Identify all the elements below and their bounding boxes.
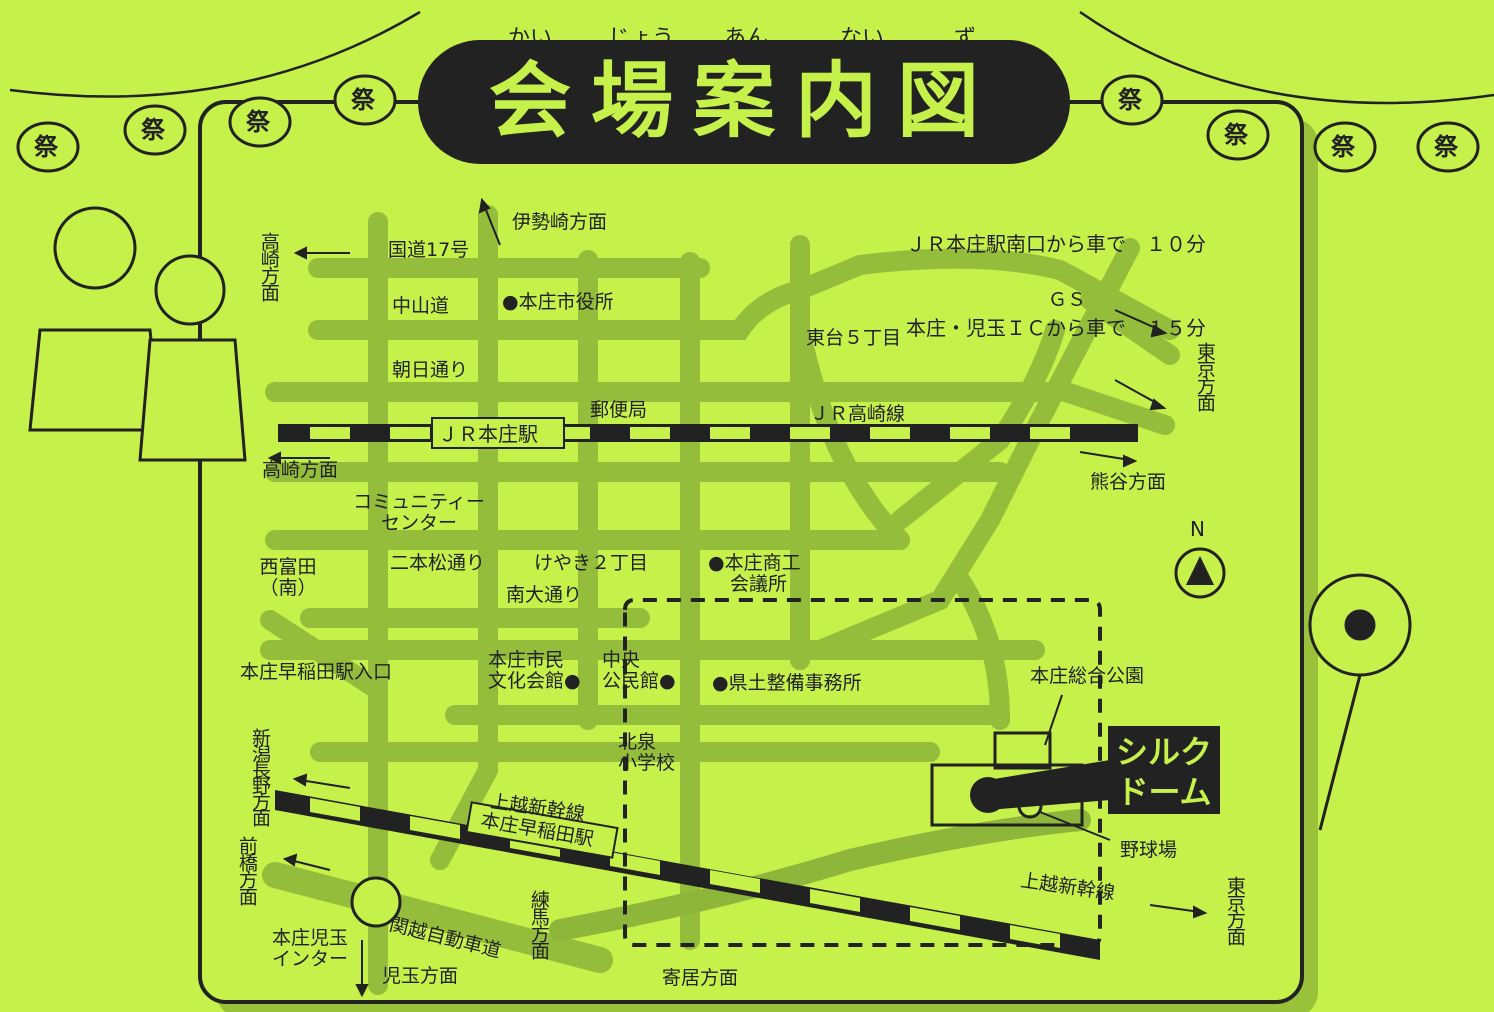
cosmos-flower-illustration bbox=[1308, 573, 1412, 831]
road-route17-label: 国道17号 bbox=[388, 239, 470, 261]
page-title: 会場案内図 bbox=[488, 54, 999, 149]
place-gs: ＧＳ bbox=[1048, 289, 1087, 311]
title-ruby-4: ない bbox=[840, 26, 885, 51]
lantern-text-6: 祭 bbox=[1224, 121, 1248, 149]
rail-jr-takasaki: ＪＲ高崎線 bbox=[810, 403, 906, 425]
road-diag2 bbox=[950, 570, 1010, 730]
road-gs bbox=[1080, 290, 1180, 365]
place-post-office: 郵便局 bbox=[590, 399, 648, 421]
title-ruby-2: じょう bbox=[608, 26, 675, 51]
venue-zone bbox=[623, 598, 1111, 947]
title-banner bbox=[418, 40, 1070, 164]
dir-nerima: 練馬方面 bbox=[527, 890, 550, 958]
lantern-text-4: 祭 bbox=[351, 86, 375, 114]
lantern-text-1: 祭 bbox=[34, 133, 58, 161]
station-box-waseda bbox=[465, 801, 619, 859]
direction-arrows bbox=[267, 197, 1208, 998]
dir-niigata-nagano: 新潟長野方面 bbox=[249, 728, 271, 824]
road-river bbox=[549, 809, 1091, 941]
road-asahi-label: 朝日通り bbox=[392, 359, 469, 381]
place-kominkan: 中央 公民館● bbox=[602, 650, 676, 692]
place-city-office: ●本庄市役所 bbox=[502, 291, 614, 313]
venue-name-line2: ドーム bbox=[1116, 773, 1212, 811]
lantern-strings bbox=[9, 10, 1494, 105]
place-kominkan-line1: 中央 bbox=[602, 649, 641, 671]
dir-kumagaya: 熊谷方面 bbox=[1090, 471, 1167, 493]
jr-takasaki-line bbox=[278, 424, 1138, 442]
lantern-text-7: 祭 bbox=[1331, 133, 1355, 161]
dir-takasaki-top: 高崎方面 bbox=[257, 232, 280, 300]
station-jr-honjo: ＪＲ本庄駅 bbox=[438, 422, 538, 446]
interchange-marker bbox=[350, 876, 402, 928]
dir-tokyo-bottom: 東京方面 bbox=[1223, 876, 1246, 944]
place-prefectural-office: ●県土整備事務所 bbox=[712, 672, 862, 694]
baseball-label: 野球場 bbox=[1120, 839, 1178, 861]
place-kitaizumi-line1: 北泉 bbox=[618, 731, 657, 753]
place-kitaizumi-line2: 小学校 bbox=[618, 751, 676, 774]
lantern-text-5: 祭 bbox=[1118, 86, 1142, 114]
place-nishitomita: 西富田 （南） bbox=[248, 557, 328, 599]
station-box-honjo bbox=[431, 417, 565, 449]
lantern-text-2: 祭 bbox=[141, 116, 165, 144]
venue-name-line1: シルク bbox=[1115, 733, 1212, 771]
north-arrow bbox=[1174, 547, 1226, 599]
place-kominkan-line2: 公民館● bbox=[602, 669, 676, 692]
place-civic-hall: 本庄市民 文化会館● bbox=[488, 650, 581, 692]
dir-tokyo-right: 東京方面 bbox=[1193, 342, 1216, 410]
place-community-line1: コミュニティー bbox=[353, 491, 485, 513]
dir-takasaki-mid: 高崎方面 bbox=[262, 459, 339, 481]
dir-kodama: 児玉方面 bbox=[382, 965, 459, 987]
road-nihonmatsu-label: 二本松通り bbox=[390, 552, 486, 574]
road-curve bbox=[790, 320, 910, 550]
access-line-ic: 本庄・児玉ＩＣから車で １５分 bbox=[906, 316, 1206, 340]
place-chamber-line1: ●本庄商工 bbox=[708, 552, 801, 574]
title-ruby-5: ず bbox=[954, 26, 977, 51]
place-nishitomita-line1: 西富田 bbox=[259, 556, 317, 578]
place-interchange: 本庄児玉 インター bbox=[258, 928, 362, 970]
place-nishitomita-line2: （南） bbox=[259, 576, 317, 599]
place-chamber-line2: 会議所 bbox=[730, 572, 788, 595]
north-label: N bbox=[1190, 517, 1205, 541]
festival-kids-illustration bbox=[28, 206, 247, 462]
road-diag1 bbox=[810, 238, 1140, 660]
road-minamiodori-label: 南大通り bbox=[506, 584, 583, 606]
dir-maebashi: 前橋方面 bbox=[235, 836, 258, 904]
place-keyaki: けやき２丁目 bbox=[534, 552, 649, 574]
lantern-text-8: 祭 bbox=[1434, 133, 1458, 161]
road-nakasendo-label: 中山道 bbox=[392, 295, 450, 317]
place-kitaizumi-school: 北泉 小学校 bbox=[618, 732, 675, 774]
venue-name-box: シルク ドーム bbox=[1108, 726, 1220, 814]
place-interchange-line2: インター bbox=[271, 947, 348, 970]
place-waseda-entrance: 本庄早稲田駅入口 bbox=[240, 661, 393, 683]
lanterns bbox=[16, 74, 1480, 173]
access-info: ＪＲ本庄駅南口から車で １０分 本庄・児玉ＩＣから車で １５分 bbox=[906, 174, 1206, 370]
place-civic-line2: 文化会館● bbox=[488, 669, 581, 692]
place-community-line2: センター bbox=[380, 511, 457, 534]
road-nakasendo bbox=[308, 248, 1180, 340]
road-maebashi bbox=[262, 862, 613, 973]
place-community-center: コミュニティー センター bbox=[344, 492, 494, 534]
place-chamber: ●本庄商工 会議所 bbox=[708, 553, 801, 595]
place-higashidai: 東台５丁目 bbox=[806, 327, 902, 349]
park-label: 本庄総合公園 bbox=[1030, 665, 1145, 687]
lantern-text-3: 祭 bbox=[246, 108, 270, 136]
road-tokyo2 bbox=[1050, 380, 1175, 435]
place-interchange-line1: 本庄児玉 bbox=[271, 927, 348, 949]
title-ruby-1: かい bbox=[508, 26, 553, 51]
baseball-marker bbox=[1017, 793, 1043, 819]
dir-isesaki: 伊勢崎方面 bbox=[512, 211, 608, 233]
title-ruby-3: あん bbox=[724, 26, 769, 51]
place-civic-line1: 本庄市民 bbox=[488, 649, 565, 671]
dir-yorii: 寄居方面 bbox=[662, 967, 739, 989]
access-line-jr: ＪＲ本庄駅南口から車で １０分 bbox=[906, 232, 1206, 256]
road-left-v bbox=[260, 610, 388, 700]
